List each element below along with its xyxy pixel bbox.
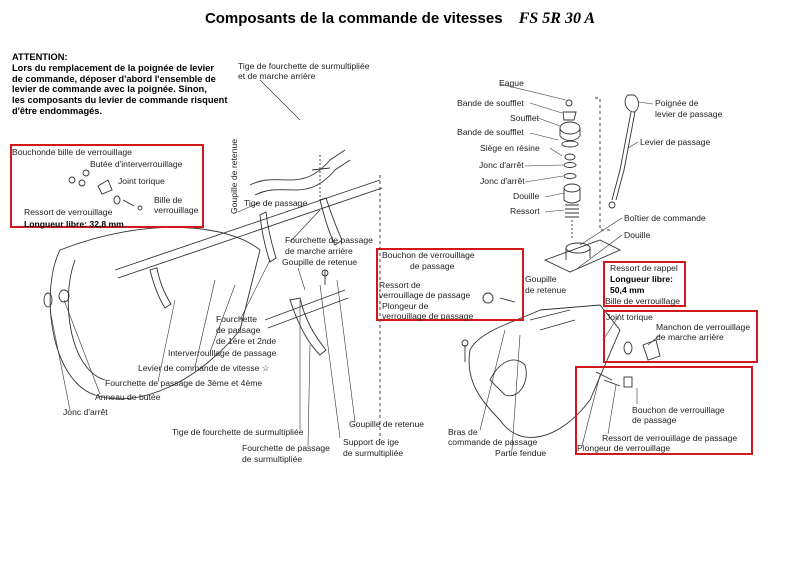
label-ressort-vp-1: Ressort de: [379, 280, 421, 290]
label-butee-interverrouillage: Butée d'interverrouillage: [90, 159, 183, 169]
label-tige-fourchette-surmult-ar-1: Tige de fourchette de surmultipliée: [238, 61, 370, 71]
attention-line: les composants du levier de commande ris…: [12, 95, 228, 106]
label-tige-fourchette-surmult-ar-2: et de marche arrière: [238, 71, 316, 81]
label-tige-passage: Tige de passage: [244, 198, 308, 208]
label-joint-torique-2: Joint torique: [606, 312, 653, 322]
label-soufflet: Soufflet: [510, 113, 539, 123]
label-bande-soufflet-1: Bande de soufflet: [457, 98, 524, 108]
label-bras-commande-1: Bras de: [448, 427, 478, 437]
label-ressort-vp-2: verrouillage de passage: [379, 290, 471, 300]
attention-line: levier de commande avec la poignée. Sino…: [12, 84, 207, 95]
highlight-box-bille-verrouillage: [10, 144, 204, 228]
label-fourchette-surmult-1: Fourchette de passage: [242, 443, 330, 453]
attention-note: ATTENTION: Lors du remplacement de la po…: [12, 52, 227, 117]
label-support-tige-1: Support de ige: [343, 437, 399, 447]
label-goupille-retenue-3b: de retenue: [525, 285, 567, 295]
page-title: Composants de la commande de vitesses FS…: [0, 10, 800, 28]
label-douille-2: Douille: [624, 230, 651, 240]
label-anneau-butee: Anneau de butée: [95, 392, 161, 402]
label-bille-1: Bille de: [154, 195, 183, 205]
label-goupille-retenue-3a: Goupille: [525, 274, 557, 284]
attention-heading: ATTENTION:: [12, 52, 68, 62]
shift-rods: [114, 149, 383, 440]
shift-lever-assembly: [543, 94, 639, 273]
highlight-box-verrouillage-passage: [376, 248, 524, 321]
leader-lines: [49, 79, 661, 451]
label-fourchette-marche-ar-2: de marche arrière: [285, 246, 353, 256]
label-goupille-retenue-1: Goupille de retenue: [282, 257, 358, 267]
label-bande-soufflet-2: Bande de soufflet: [457, 127, 524, 137]
label-bouchon-vp-2: de passage: [410, 261, 455, 271]
label-manchon-1: Manchon de verrouillage: [656, 322, 751, 332]
attention-line: d'être endommagés.: [12, 105, 103, 116]
label-goupille-retenue-vertical: Goupille de retenue: [229, 138, 239, 214]
label-goupille-retenue-2: Goupille de retenue: [349, 419, 425, 429]
label-fourchette-3-4: Fourchette de passage de 3ème et 4ème: [105, 378, 263, 388]
label-jonc-arret-2: Jonc d'arrêt: [480, 176, 525, 186]
label-bras-commande-2: commande de passage: [448, 437, 538, 447]
label-bille-verrouillage-2: Bille de verrouillage: [605, 296, 680, 306]
label-levier-commande-vitesse: Levier de commande de vitesse ☆: [138, 363, 270, 373]
label-boitier-commande: Boîtier de commande: [624, 213, 706, 223]
label-poignee-levier-2: levier de passage: [655, 109, 723, 119]
label-ressort-verrouillage: Ressort de verrouillage: [24, 207, 113, 217]
title-main: Composants de la commande de vitesses: [204, 10, 503, 27]
label-fourchette-1-2-a: Fourchette: [216, 314, 258, 324]
longueur-label: Longueur libre:: [24, 219, 88, 229]
label-jonc-arret-left: Jonc d'arrêt: [63, 407, 108, 417]
label-longueur-libre-1: Longueur libre: 32,8 mm: [24, 219, 124, 229]
label-interverrouillage: Interverrouillage de passage: [168, 348, 277, 358]
label-plongeur-vp-1: Plongeur de: [382, 301, 429, 311]
label-bille-2: verrouillage: [154, 205, 199, 215]
label-eague: Eague: [499, 78, 524, 88]
label-bouchon-vp-1: Bouchon de verrouillage: [382, 250, 475, 260]
highlight-box-manchon: [603, 310, 758, 363]
label-ressort-rappel: Ressort de rappel: [610, 263, 678, 273]
label-manchon-2: de marche arrière: [656, 332, 724, 342]
longueur-value: 32,8 mm: [89, 219, 124, 229]
label-bouchon-vp2-2: de passage: [632, 415, 677, 425]
label-longueur-libre-2: Longueur libre:: [610, 274, 674, 284]
label-ressort-vp2: Ressort de verrouillage de passage: [602, 433, 738, 443]
label-partie-fendue: Partie fendue: [495, 448, 547, 458]
attention-line: Lors du remplacement de la poignée de le…: [12, 62, 215, 73]
label-fourchette-1-2-b: de passage: [216, 325, 261, 335]
label-fourchette-1-2-c: de 1ère et 2nde: [216, 336, 277, 346]
label-bouchon-bille: Bouchonde bille de verrouillage: [12, 147, 132, 157]
label-support-tige-2: de surmultipliée: [343, 448, 404, 458]
label-siege-resine: Siège en résine: [480, 143, 540, 153]
label-joint-torique-1: Joint torique: [118, 176, 165, 186]
label-longueur-value-2: 50,4 mm: [610, 285, 645, 295]
label-plongeur-vp-2: verrouillage de passage: [382, 311, 474, 321]
attention-line: de commande, déposer d'abord l'ensemble …: [12, 73, 216, 84]
highlight-box-ressort-rappel: [603, 261, 686, 307]
lock-ball-parts: [68, 169, 143, 211]
label-fourchette-marche-ar-1: Fourchette de passage: [285, 235, 373, 245]
label-douille-1: Douille: [513, 191, 540, 201]
label-bouchon-vp2-1: Bouchon de verrouillage: [632, 405, 725, 415]
label-levier-passage: Levier de passage: [640, 137, 711, 147]
label-tige-fourchette-surmult: Tige de fourchette de surmultipliée: [172, 427, 304, 437]
label-jonc-arret-1: Jonc d'arrêt: [479, 160, 524, 170]
title-model: FS 5R 30 A: [518, 10, 596, 27]
gearbox-housing-right: [461, 292, 661, 438]
label-ressort: Ressort: [510, 206, 540, 216]
highlight-box-verrouillage-passage-2: [575, 366, 753, 455]
label-fourchette-surmult-2: de surmultipliée: [242, 454, 303, 464]
label-poignee-levier-1: Poignée de: [655, 98, 699, 108]
label-plongeur-vp2: Plongeur de verrouillage: [577, 443, 671, 453]
